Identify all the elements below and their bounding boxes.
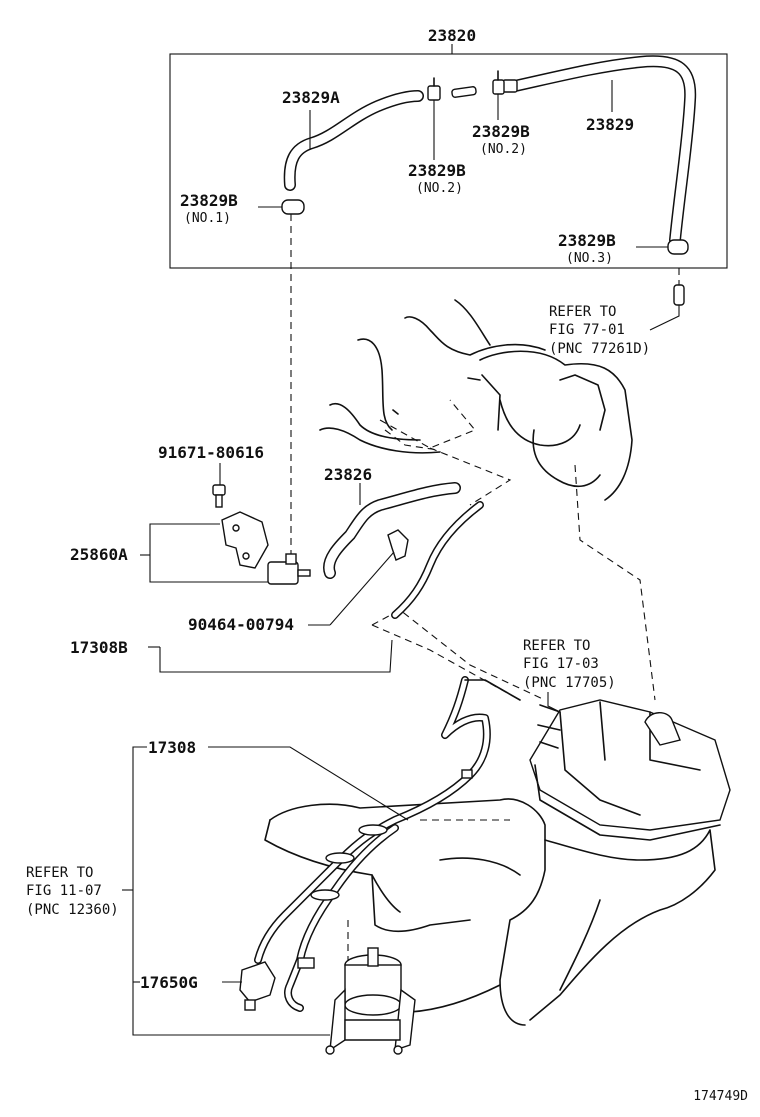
refer-17-line1: REFER TO xyxy=(523,638,590,654)
leader-25860A xyxy=(149,523,268,583)
leader-refer-17 xyxy=(547,692,561,713)
clamp-23829B-no1[interactable] xyxy=(258,199,305,215)
pipe-17308[interactable] xyxy=(254,676,521,1012)
hose-23829A[interactable] xyxy=(283,90,424,191)
label-23829: 23829 xyxy=(586,115,634,134)
diagram-id: 174749D xyxy=(693,1089,748,1104)
label-90464-00794: 90464-00794 xyxy=(188,615,294,634)
intake-manifold-lower xyxy=(264,798,716,1026)
vacuum-switching-valve[interactable] xyxy=(267,553,311,585)
pipe-connector-middle xyxy=(451,79,518,98)
label-17650G: 17650G xyxy=(140,973,198,992)
refer-11-line2: FIG 11-07 xyxy=(26,883,102,899)
refer-77-line2: FIG 77-01 xyxy=(549,322,625,338)
label-17308: 17308 xyxy=(148,738,196,757)
label-25860A: 25860A xyxy=(70,545,128,564)
hose-17308B[interactable] xyxy=(391,501,484,619)
clip-90464-00794[interactable] xyxy=(329,529,409,626)
clamp-23829B-no2-center[interactable] xyxy=(427,77,441,160)
leader-17308B xyxy=(159,639,393,673)
label-23829B-no3-sub: (NO.3) xyxy=(566,251,613,266)
label-23829B-no2-right-sub: (NO.2) xyxy=(480,142,527,157)
label-23829B-no2-center-sub: (NO.2) xyxy=(416,181,463,196)
refer-17-line2: FIG 17-03 xyxy=(523,656,599,672)
refer-note-11: REFER TO FIG 11-07 (PNC 12360) xyxy=(26,865,119,918)
assembly-box-23820 xyxy=(169,44,728,269)
clamp-23829B-no2-right[interactable] xyxy=(492,70,505,120)
refer-11-line3: (PNC 12360) xyxy=(26,902,119,918)
leader-17308-group xyxy=(122,746,409,1036)
refer-77-line1: REFER TO xyxy=(549,304,616,320)
clamp-23829B-no3[interactable] xyxy=(636,239,689,255)
refer-11-line1: REFER TO xyxy=(26,865,93,881)
label-23829B-no1-sub: (NO.1) xyxy=(184,211,231,226)
label-17308B: 17308B xyxy=(70,638,128,657)
label-23829B-no2-center: 23829B xyxy=(408,161,466,180)
hose-23826[interactable] xyxy=(323,482,461,579)
refer-17-line3: (PNC 17705) xyxy=(523,675,616,691)
refer-note-77: REFER TO FIG 77-01 (PNC 77261D) xyxy=(549,304,650,357)
air-cleaner-case[interactable] xyxy=(529,699,731,841)
bolt-91671-80616[interactable] xyxy=(212,484,226,508)
vsv-17650G[interactable] xyxy=(239,961,276,1011)
refer-77-line3: (PNC 77261D) xyxy=(549,341,650,357)
pipe-stub-below-box xyxy=(649,268,685,331)
bracket-25860A[interactable] xyxy=(221,511,269,569)
label-91671-80616: 91671-80616 xyxy=(158,443,264,462)
canister-mount[interactable] xyxy=(325,947,416,1055)
label-23829B-no3: 23829B xyxy=(558,231,616,250)
label-23829A: 23829A xyxy=(282,88,340,107)
label-23829B-no1: 23829B xyxy=(180,191,238,210)
label-23826: 23826 xyxy=(324,465,372,484)
label-23820: 23820 xyxy=(428,26,476,45)
label-23829B-no2-right: 23829B xyxy=(472,122,530,141)
refer-note-17: REFER TO FIG 17-03 (PNC 17705) xyxy=(523,638,616,691)
hose-23829[interactable] xyxy=(509,55,697,246)
